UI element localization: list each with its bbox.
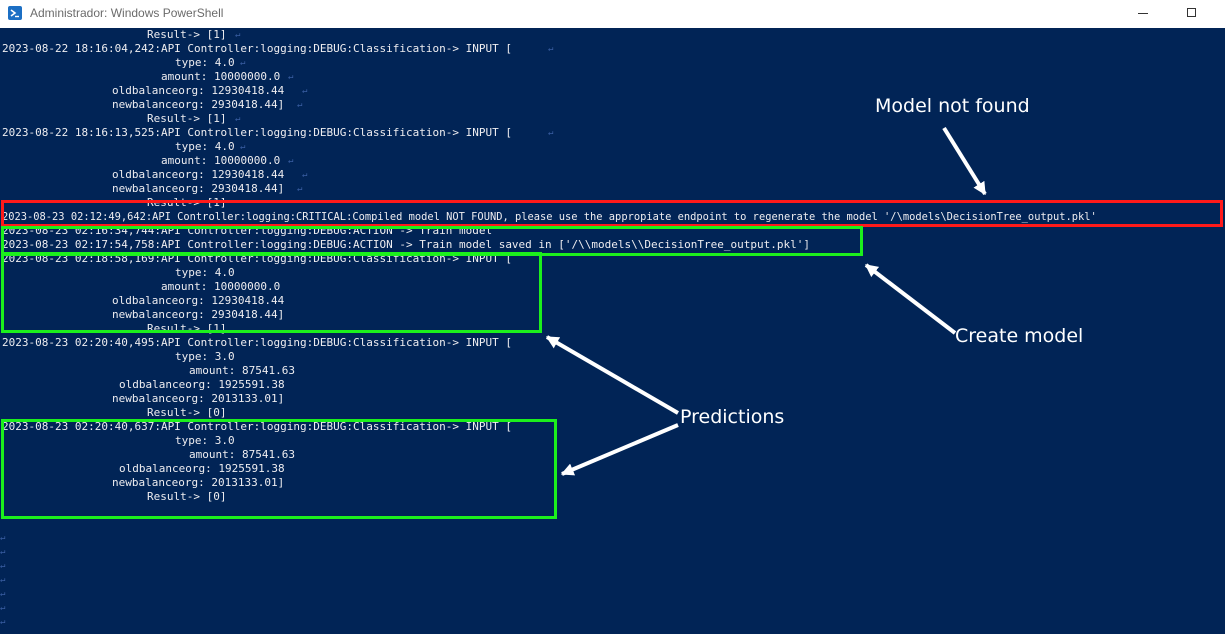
log-field-line: amount: 10000000.0 — [161, 70, 281, 83]
log-field-line: type: 4.0 — [175, 56, 235, 69]
log-result-line: Result-> [1] — [147, 28, 227, 41]
powershell-icon — [8, 6, 22, 20]
line-continuation-mark: ↵ — [548, 44, 554, 54]
title-bar: Administrador: Windows PowerShell — [0, 0, 1225, 28]
log-field-line: amount: 10000000.0 — [161, 154, 281, 167]
window-title: Administrador: Windows PowerShell — [30, 6, 224, 20]
line-continuation-mark: ↵ — [235, 114, 241, 124]
log-field-line: newbalanceorg: 2930418.44] — [112, 308, 285, 321]
line-continuation-mark: ↵ — [0, 589, 6, 599]
log-result-line: Result-> [1] — [147, 112, 227, 125]
log-field-line: newbalanceorg: 2930418.44] — [112, 182, 285, 195]
prediction-1-highlight — [1, 252, 542, 333]
predictions-arrow-2 — [560, 423, 679, 476]
line-continuation-mark: ↵ — [240, 58, 246, 68]
model-not-found-label: Model not found — [875, 95, 1030, 117]
line-continuation-mark: ↵ — [235, 30, 241, 40]
create-model-arrow — [864, 263, 957, 335]
line-continuation-mark: ↵ — [288, 156, 294, 166]
minimize-icon — [1138, 13, 1148, 14]
minimize-button[interactable] — [1120, 0, 1166, 28]
log-field-line: amount: 87541.63 — [189, 448, 295, 461]
log-field-line: oldbalanceorg: 12930418.44 — [112, 294, 285, 307]
line-continuation-mark: ↵ — [0, 575, 6, 585]
log-line: 2023-08-22 18:16:04,242:API Controller:l… — [2, 42, 512, 55]
predictions-label: Predictions — [680, 406, 785, 428]
log-field-line: oldbalanceorg: 12930418.44 — [112, 84, 285, 97]
line-continuation-mark: ↵ — [0, 561, 6, 571]
maximize-icon — [1187, 8, 1196, 17]
line-continuation-mark: ↵ — [297, 100, 303, 110]
log-field-line: newbalanceorg: 2930418.44] — [112, 98, 285, 111]
line-continuation-mark: ↵ — [302, 86, 308, 96]
log-field-line: amount: 87541.63 — [189, 364, 295, 377]
line-continuation-mark: ↵ — [297, 184, 303, 194]
line-continuation-mark: ↵ — [0, 533, 6, 543]
line-continuation-mark: ↵ — [0, 617, 6, 627]
model-not-found-arrow — [942, 126, 987, 196]
predictions-arrow-1 — [545, 335, 680, 415]
line-continuation-mark: ↵ — [302, 170, 308, 180]
log-field-line: oldbalanceorg: 12930418.44 — [112, 168, 285, 181]
line-continuation-mark: ↵ — [0, 603, 6, 613]
line-continuation-mark: ↵ — [288, 72, 294, 82]
line-continuation-mark: ↵ — [548, 128, 554, 138]
create-model-label: Create model — [955, 325, 1084, 347]
log-result-line: Result-> [0] — [147, 490, 227, 503]
log-field-line: type: 4.0 — [175, 140, 235, 153]
log-critical-line: 2023-08-23 02:12:49,642:API Controller:l… — [2, 211, 1097, 223]
log-field-line: oldbalanceorg: 1925591.38 — [119, 462, 285, 475]
log-line: 2023-08-22 18:16:13,525:API Controller:l… — [2, 126, 512, 139]
log-action-line: 2023-08-23 02:17:54,758:API Controller:l… — [2, 238, 810, 251]
log-field-line: amount: 10000000.0 — [161, 280, 281, 293]
log-field-line: type: 3.0 — [175, 350, 235, 363]
log-field-line: oldbalanceorg: 1925591.38 — [119, 378, 285, 391]
log-result-line: Result-> [0] — [147, 406, 227, 419]
log-field-line: newbalanceorg: 2013133.01] — [112, 392, 285, 405]
model-not-found-highlight — [1, 200, 1223, 227]
line-continuation-mark: ↵ — [240, 142, 246, 152]
log-field-line: type: 3.0 — [175, 434, 235, 447]
line-continuation-mark: ↵ — [0, 547, 6, 557]
maximize-button[interactable] — [1168, 0, 1214, 28]
log-line: 2023-08-23 02:20:40,495:API Controller:l… — [2, 336, 512, 349]
console-output[interactable]: Result-> [1] 2023-08-22 18:16:04,242:API… — [0, 28, 1225, 634]
log-line: 2023-08-23 02:20:40,637:API Controller:l… — [2, 420, 512, 433]
log-field-line: newbalanceorg: 2013133.01] — [112, 476, 285, 489]
log-field-line: type: 4.0 — [175, 266, 235, 279]
prediction-2-highlight — [1, 419, 557, 519]
